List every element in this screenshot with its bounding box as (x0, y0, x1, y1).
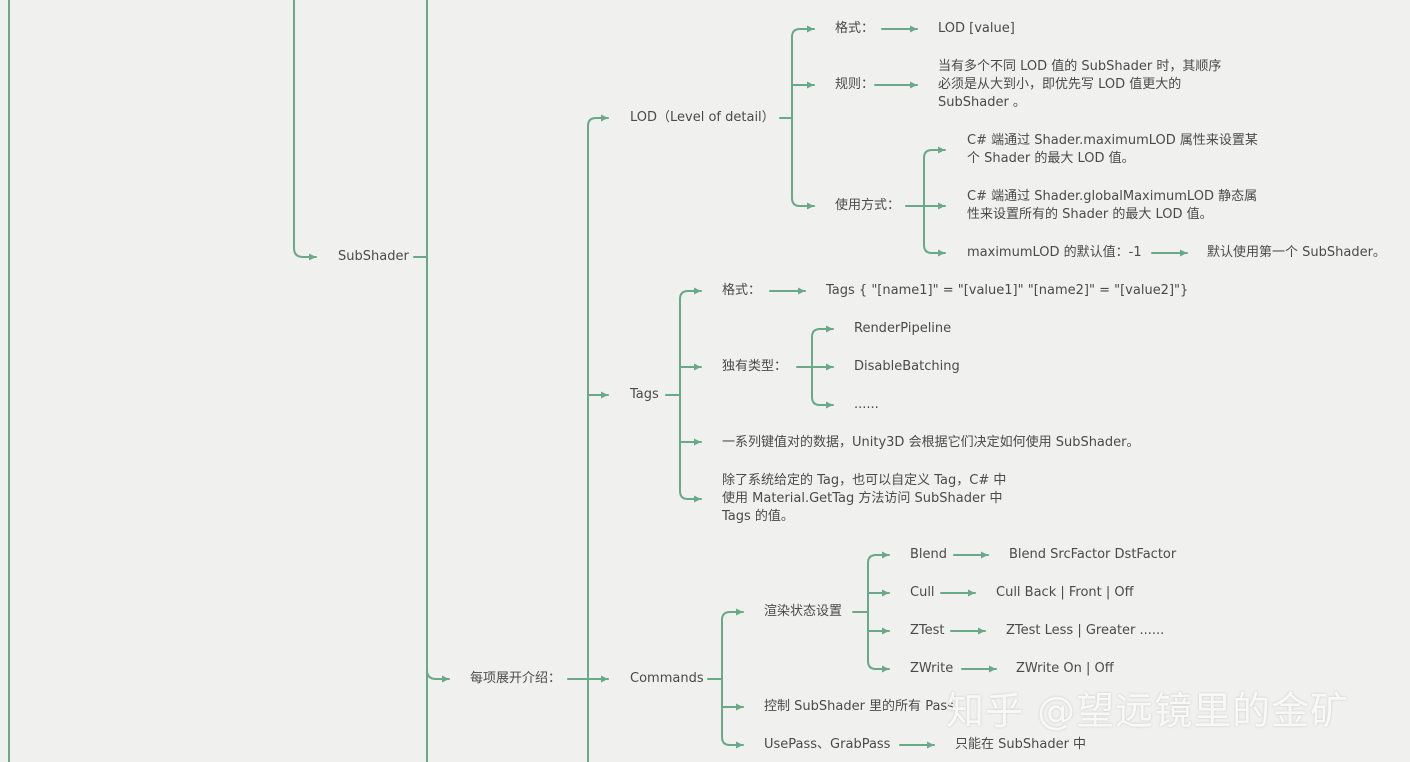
arrow-head (826, 363, 833, 371)
node-blend-value[interactable]: Blend SrcFactor DstFactor (1009, 547, 1177, 562)
connector-12 (791, 117, 815, 207)
node-lod-usage-3-result[interactable]: 默认使用第一个 SubShader。 (1207, 245, 1386, 260)
arrow-head (601, 114, 608, 122)
node-tags-format-value[interactable]: Tags { "[name1]" = "[value1]" "[name2]" … (826, 283, 1189, 298)
arrow-head (736, 608, 743, 616)
node-subshader[interactable]: SubShader (338, 249, 409, 264)
node-usepass[interactable]: UsePass、GrabPass (764, 737, 891, 752)
arrow-head (989, 665, 996, 673)
node-commands[interactable]: Commands (630, 671, 704, 686)
arrow-head (807, 81, 814, 89)
connector-10 (791, 28, 815, 119)
connector-31 (721, 611, 744, 680)
arrow-head (442, 675, 449, 683)
arrow-head (694, 495, 701, 503)
node-zwrite-value[interactable]: ZWrite On | Off (1016, 661, 1114, 676)
node-ztest-name[interactable]: ZTest (910, 623, 945, 638)
arrow-head (938, 202, 945, 210)
node-lod-usage-label[interactable]: 使用方式： (835, 198, 901, 213)
connector-18 (923, 205, 946, 254)
arrow-head (882, 551, 889, 559)
node-tags-unique-label[interactable]: 独有类型： (722, 359, 788, 374)
arrow-head (981, 551, 988, 559)
node-tags-custom-line-2: 使用 Material.GetTag 方法访问 SubShader 中 (722, 491, 1003, 506)
node-cull-value[interactable]: Cull Back | Front | Off (996, 585, 1134, 600)
arrow-head (927, 741, 934, 749)
node-tags-custom-line-3: Tags 的值。 (722, 509, 794, 524)
node-lod[interactable]: LOD（Level of detail） (630, 110, 775, 125)
connector-3 (426, 0, 450, 680)
watermark: 知乎 @望远镜里的金矿 (946, 689, 1350, 733)
node-lod-usage-2-line-2: 性来设置所有的 Shader 的最大 LOD 值。 (967, 207, 1213, 222)
arrow-head (736, 741, 743, 749)
connector-29 (811, 366, 834, 406)
node-tags-desc[interactable]: 一系列键值对的数据，Unity3D 会根据它们决定如何使用 SubShader。 (722, 435, 1140, 450)
node-render-state-label[interactable]: 渲染状态设置 (764, 604, 843, 619)
arrow-head (807, 202, 814, 210)
arrow-head (938, 146, 945, 154)
node-lod-format-value[interactable]: LOD [value] (938, 21, 1015, 36)
node-tags-type-renderpipeline[interactable]: RenderPipeline (854, 321, 952, 336)
arrow-head (601, 391, 608, 399)
arrow-head (910, 81, 917, 89)
arrow-head (882, 627, 889, 635)
arrow-head (938, 249, 945, 257)
node-tags-custom-line-1[interactable]: 除了系统给定的 Tag，也可以自定义 Tag，C# 中 (722, 473, 1007, 488)
node-lod-rule-label[interactable]: 规则： (835, 77, 875, 92)
connector-24 (679, 394, 702, 500)
node-tags-type-more[interactable]: ...... (854, 397, 879, 412)
connector-35 (867, 554, 890, 613)
node-lod-format-label[interactable]: 格式： (835, 21, 875, 36)
arrow-head (882, 665, 889, 673)
arrow-head (910, 25, 917, 33)
node-lod-usage-3[interactable]: maximumLOD 的默认值：-1 (967, 245, 1142, 260)
connector-27 (811, 328, 834, 368)
node-usepass-note[interactable]: 只能在 SubShader 中 (955, 737, 1087, 752)
node-tags-type-disablebatching[interactable]: DisableBatching (854, 359, 960, 374)
node-lod-rule-line-2: 必须是从大到小，即优先写 LOD 值更大的 (938, 77, 1182, 92)
arrow-head (826, 325, 833, 333)
arrow-head (978, 627, 985, 635)
node-ztest-value[interactable]: ZTest Less | Greater ...... (1006, 623, 1165, 638)
arrow-head (736, 703, 743, 711)
arrow-head (798, 287, 805, 295)
arrow-head (601, 675, 608, 683)
node-expand-intro[interactable]: 每项展开介绍： (470, 671, 562, 686)
node-control-pass[interactable]: 控制 SubShader 里的所有 Pass (764, 699, 954, 714)
node-lod-usage-1-line-2: 个 Shader 的最大 LOD 值。 (967, 151, 1135, 166)
arrow-head (1180, 249, 1187, 257)
arrow-head (826, 401, 833, 409)
connector-16 (923, 149, 946, 207)
arrow-head (968, 589, 975, 597)
arrow-head (309, 253, 316, 261)
connector-38 (867, 611, 890, 670)
node-blend-name[interactable]: Blend (910, 547, 948, 562)
node-tags-format-label[interactable]: 格式： (722, 283, 762, 298)
connector-33 (721, 678, 744, 746)
node-zwrite-name[interactable]: ZWrite (910, 661, 954, 676)
arrow-head (694, 438, 701, 446)
node-lod-usage-1-line-1[interactable]: C# 端通过 Shader.maximumLOD 属性来设置某 (967, 133, 1258, 148)
node-tags[interactable]: Tags (630, 387, 659, 402)
arrow-head (807, 25, 814, 33)
arrow-head (882, 589, 889, 597)
node-lod-rule-line-1[interactable]: 当有多个不同 LOD 值的 SubShader 时，其顺序 (938, 59, 1222, 74)
node-lod-rule-line-3: SubShader 。 (938, 95, 1026, 110)
node-cull-name[interactable]: Cull (910, 585, 935, 600)
connector-2 (293, 0, 317, 258)
connector-21 (679, 290, 702, 396)
arrow-head (694, 363, 701, 371)
node-lod-usage-2-line-1[interactable]: C# 端通过 Shader.globalMaximumLOD 静态属 (967, 189, 1258, 204)
arrow-head (694, 287, 701, 295)
connector-6 (587, 117, 609, 762)
